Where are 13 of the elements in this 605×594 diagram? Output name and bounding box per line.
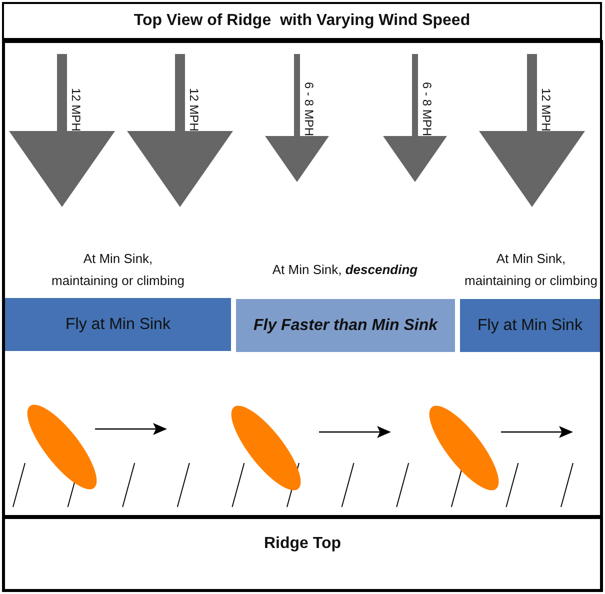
recommendation-band: Fly Faster than Min Sink	[236, 299, 455, 352]
recommendation-band: Fly at Min Sink	[5, 298, 231, 351]
wind-speed-label: 12 MPH	[69, 88, 82, 131]
ridge-top-box: Ridge Top	[2, 516, 603, 592]
wind-speed-label: 6 - 8 MPH	[302, 82, 315, 136]
recommendation-band: Fly at Min Sink	[460, 299, 600, 352]
wind-speed-label: 6 - 8 MPH	[420, 82, 433, 136]
diagram-title: Top View of Ridge with Varying Wind Speed	[134, 12, 470, 30]
condition-note: At Min Sink, descending	[271, 261, 419, 279]
condition-note: At Min Sink, maintaining or climbing	[464, 250, 598, 290]
condition-note: At Min Sink, maintaining or climbing	[50, 250, 186, 290]
wind-speed-label: 12 MPH	[187, 88, 200, 131]
wind-speed-label: 12 MPH	[539, 88, 552, 131]
